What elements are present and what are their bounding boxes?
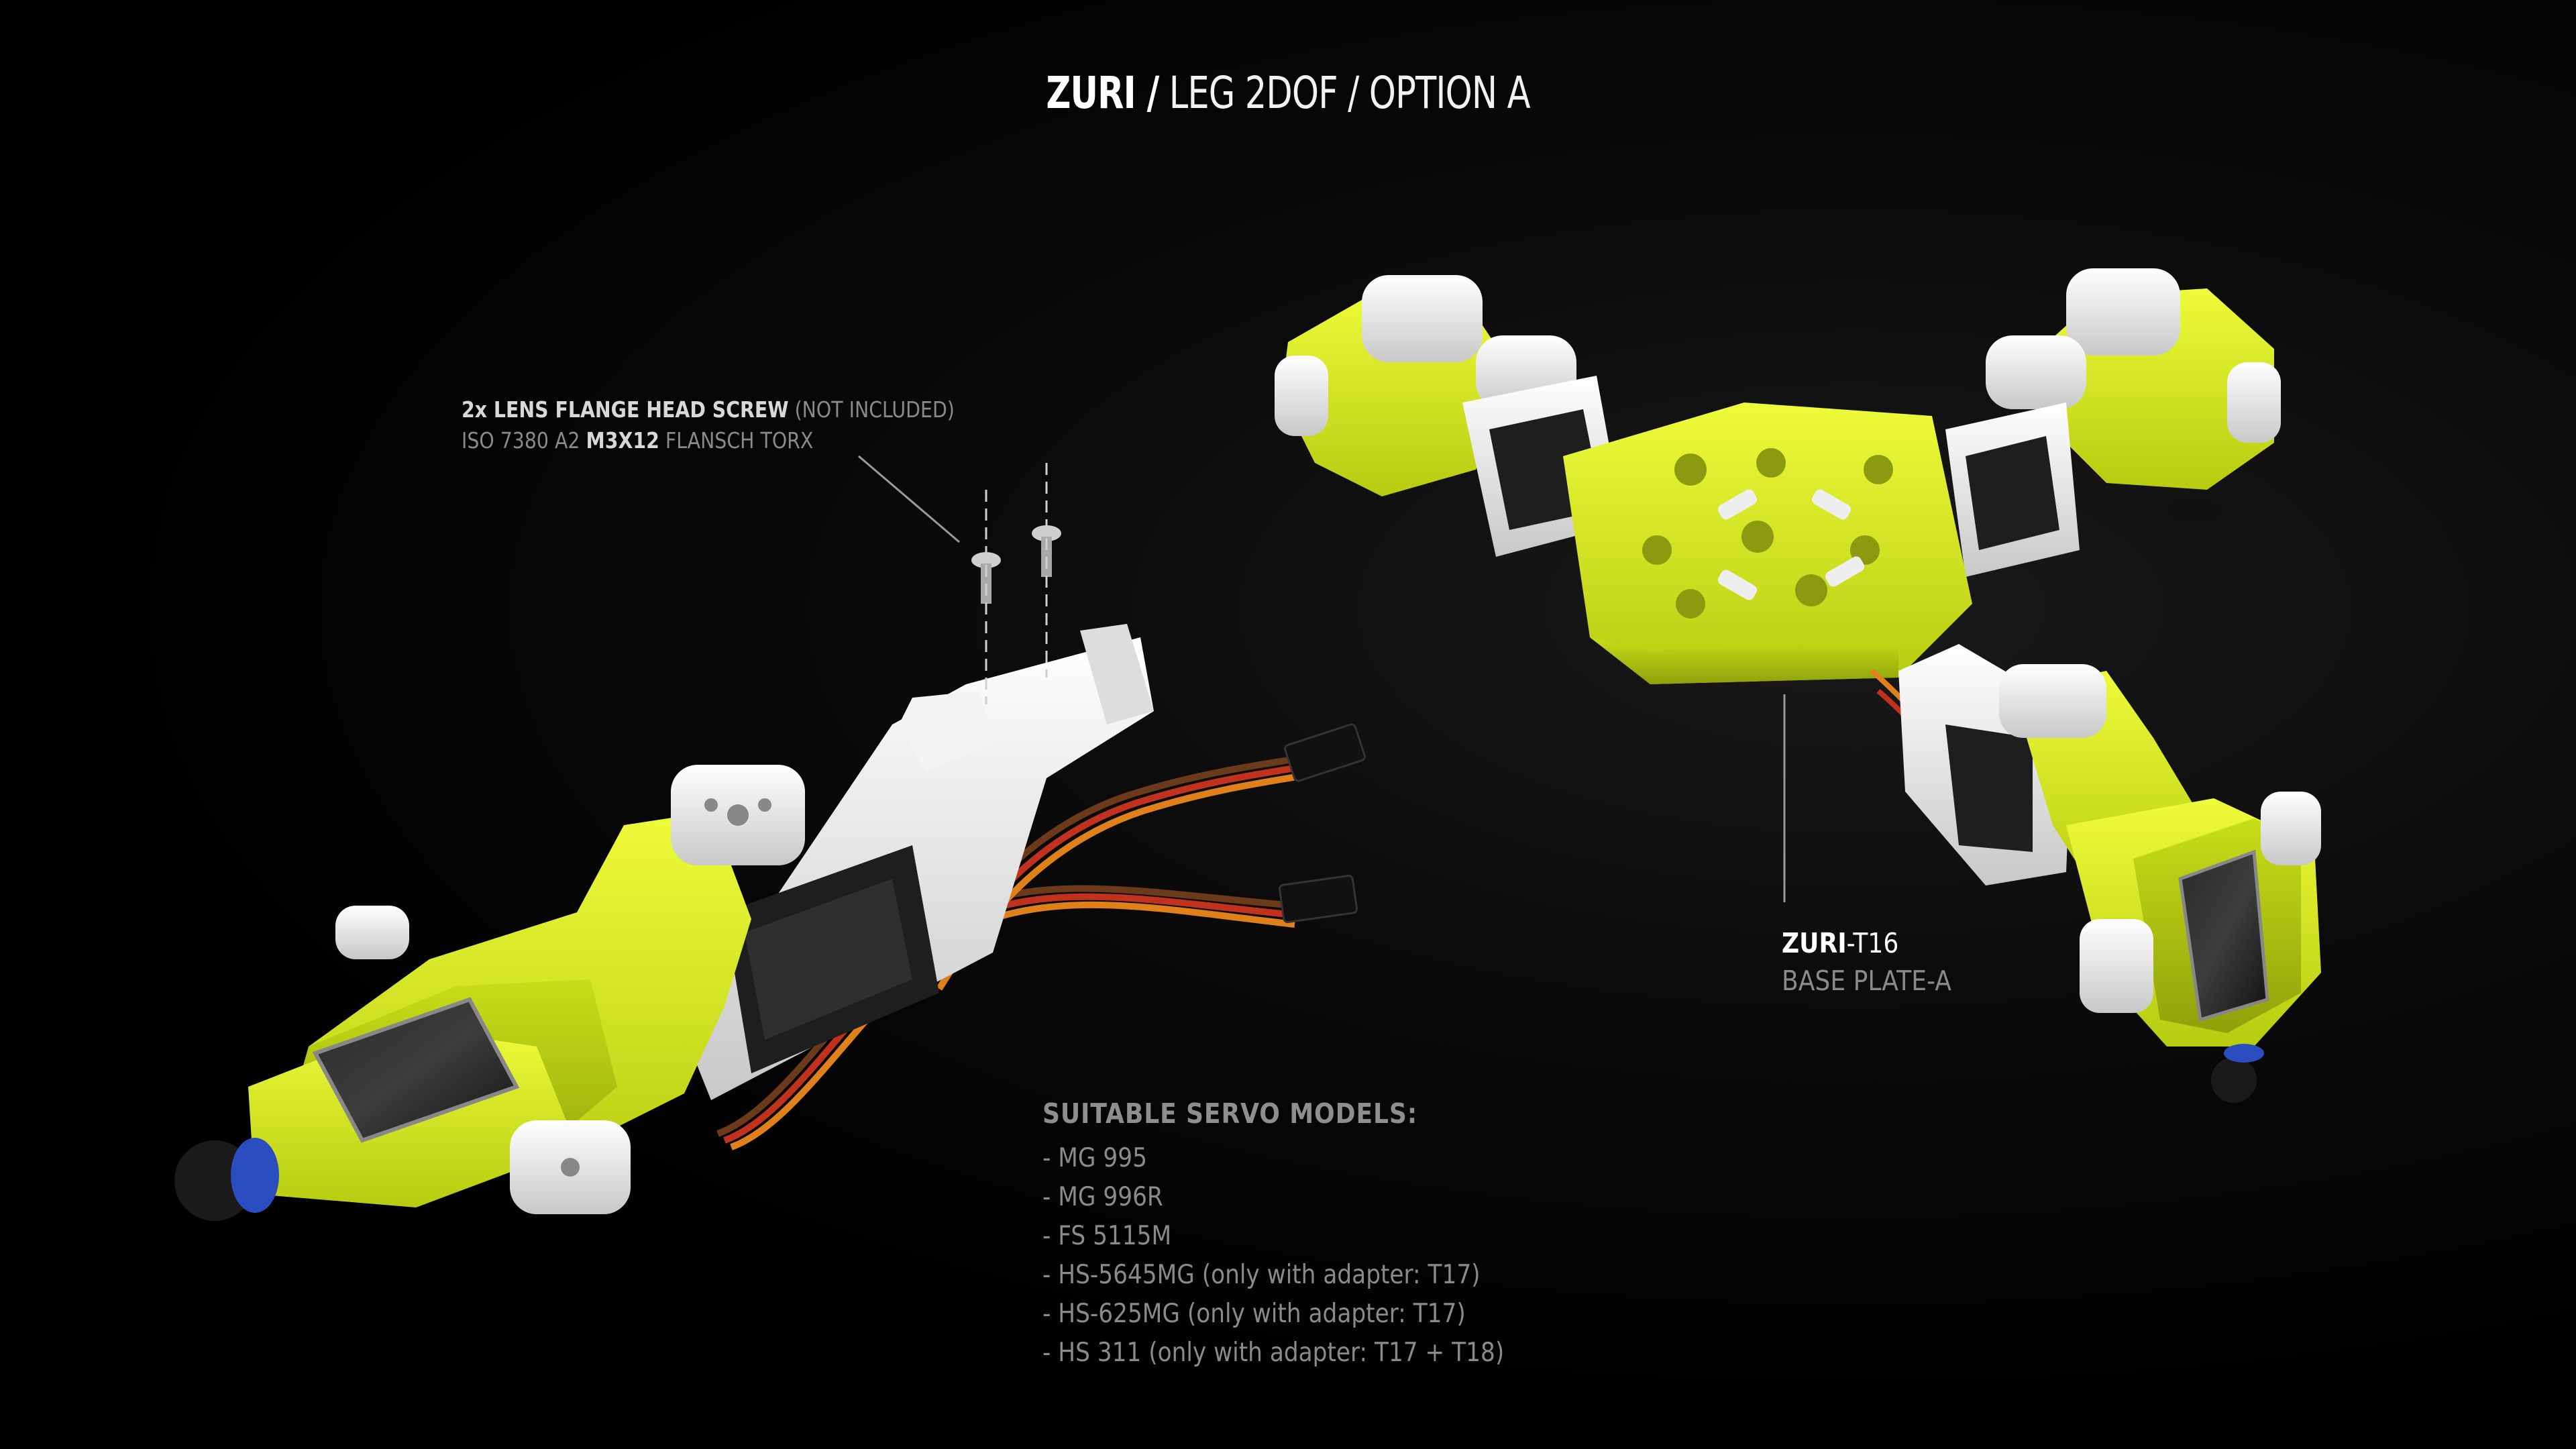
- screw-callout-standard: ISO 7380 A2: [462, 427, 586, 453]
- base-plate-label: ZURI-T16 BASE PLATE-A: [1782, 924, 1951, 1000]
- screw-callout: 2x LENS FLANGE HEAD SCREW (NOT INCLUDED)…: [462, 394, 955, 456]
- screw-callout-size: M3X12: [586, 427, 659, 453]
- robot-assembly: [1275, 268, 2321, 1103]
- leg-assembly: [174, 463, 1366, 1221]
- servo-model-item: - HS-5645MG (only with adapter: T17): [1042, 1260, 1481, 1290]
- base-plate-brand: ZURI: [1782, 927, 1847, 959]
- screw-callout-line2: ISO 7380 A2 M3X12 FLANSCH TORX: [462, 425, 955, 456]
- servo-model-item: - HS-625MG (only with adapter: T17): [1042, 1299, 1466, 1329]
- screw-callout-note: (NOT INCLUDED): [788, 396, 955, 423]
- screw-callout-name: 2x LENS FLANGE HEAD SCREW: [462, 396, 789, 423]
- servo-model-item: - FS 5115M: [1042, 1221, 1172, 1251]
- title-brand: ZURI /: [1046, 67, 1159, 119]
- servo-model-item: - MG 996R: [1042, 1182, 1163, 1212]
- title-rest: LEG 2DOF / OPTION A: [1159, 67, 1531, 119]
- base-plate-code: -T16: [1846, 927, 1899, 959]
- servo-models-list: SUITABLE SERVO MODELS: - MG 995 - MG 996…: [1042, 1095, 1504, 1373]
- base-plate-part-number: ZURI-T16: [1782, 924, 1951, 962]
- screw-callout-type: FLANSCH TORX: [659, 427, 814, 453]
- screw-callout-line1: 2x LENS FLANGE HEAD SCREW (NOT INCLUDED): [462, 394, 955, 425]
- servo-model-item: - MG 995: [1042, 1143, 1147, 1173]
- base-plate-subtitle: BASE PLATE-A: [1782, 965, 1951, 997]
- servo-models-heading: SUITABLE SERVO MODELS:: [1042, 1097, 1418, 1130]
- screw-leader-line: [858, 455, 960, 543]
- page-title: ZURI / LEG 2DOF / OPTION A: [180, 67, 2396, 119]
- servo-model-item: - HS 311 (only with adapter: T17 + T18): [1042, 1338, 1505, 1368]
- screw-pair: [971, 525, 1061, 604]
